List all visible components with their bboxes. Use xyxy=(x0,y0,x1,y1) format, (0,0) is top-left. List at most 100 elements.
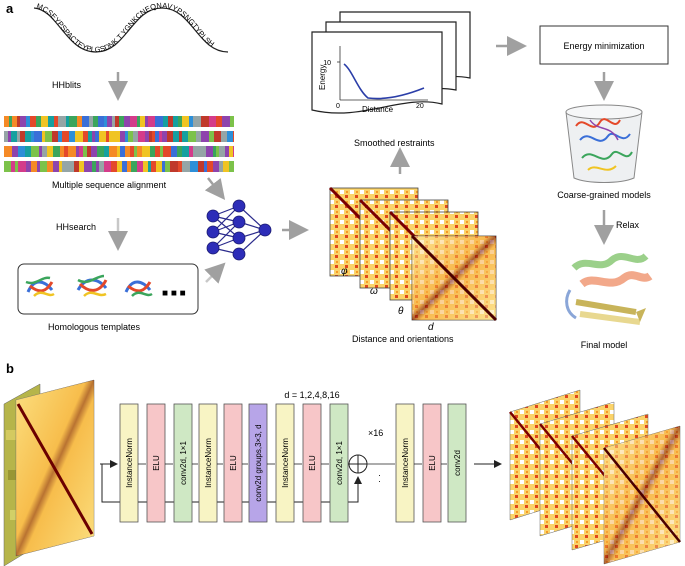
msa-cell xyxy=(97,146,104,157)
msa-cell xyxy=(133,131,138,142)
msa-cell xyxy=(213,161,219,172)
msa-cell xyxy=(160,146,163,157)
msa-cell xyxy=(226,116,230,127)
msa-cell xyxy=(99,161,104,172)
msa-cell xyxy=(104,146,109,157)
msa-cell xyxy=(60,146,64,157)
msa-cell xyxy=(92,131,95,142)
msa-cell xyxy=(182,146,189,157)
msa-cell xyxy=(87,146,91,157)
msa-cell xyxy=(122,161,127,172)
msa-cell xyxy=(213,146,216,157)
msa-cell xyxy=(15,161,18,172)
msa-cell xyxy=(216,116,222,127)
msa-cell xyxy=(219,161,223,172)
msa-cell xyxy=(137,161,143,172)
msa-cell xyxy=(37,161,40,172)
layer-block xyxy=(248,403,268,523)
output-maps xyxy=(509,389,681,565)
msa-cell xyxy=(193,116,201,127)
msa-cell xyxy=(83,131,88,142)
msa-cell xyxy=(143,161,148,172)
layer-block-label: conv2d groups,3×3, d xyxy=(254,424,263,501)
msa-cell xyxy=(182,161,190,172)
neural-network-icon xyxy=(206,199,272,261)
layer-block xyxy=(329,403,349,523)
msa-cell xyxy=(151,161,156,172)
repeat-label: ×16 xyxy=(368,428,383,438)
layer-block-label: InstanceNorm xyxy=(125,438,134,488)
msa-cell xyxy=(167,131,173,142)
arrow-templates-to-net xyxy=(204,262,226,284)
multiple-sequence-alignment xyxy=(4,116,234,172)
msa-cell xyxy=(206,146,213,157)
arrow-msa-to-net xyxy=(204,177,226,200)
ytick-10: 10 xyxy=(323,60,331,67)
msa-cell xyxy=(227,131,233,142)
msa-cell xyxy=(79,161,84,172)
msa-cell xyxy=(69,131,75,142)
final-model-label: Final model xyxy=(581,340,628,350)
msa-cell xyxy=(53,161,59,172)
msa-cell xyxy=(127,161,131,172)
msa-cell xyxy=(54,116,58,127)
layer-block xyxy=(422,403,442,523)
templates-box xyxy=(17,263,199,315)
cg-models-label: Coarse-grained models xyxy=(557,190,651,200)
msa-cell xyxy=(168,116,173,127)
xtick-20: 20 xyxy=(416,103,424,110)
layer-block xyxy=(198,403,218,523)
xtick-0: 0 xyxy=(336,103,340,110)
msa-cell xyxy=(18,146,25,157)
msa-cell xyxy=(48,116,54,127)
msa-cell xyxy=(34,131,42,142)
msa-cell xyxy=(214,131,221,142)
msa-cell xyxy=(201,116,209,127)
msa-cell xyxy=(9,116,12,127)
msa-cell xyxy=(20,116,26,127)
restraint-sheets xyxy=(311,11,471,114)
msa-cell xyxy=(189,116,193,127)
msa-cell xyxy=(59,161,62,172)
symbol-omega: ω xyxy=(370,286,378,297)
msa-cell xyxy=(178,161,182,172)
msa-cell xyxy=(137,146,142,157)
msa-cell xyxy=(91,146,97,157)
msa-cell xyxy=(17,116,20,127)
msa-cell xyxy=(25,146,31,157)
msa-cell xyxy=(221,131,227,142)
msa-cell xyxy=(177,146,182,157)
msa-cell xyxy=(115,131,120,142)
msa-cell xyxy=(12,146,18,157)
msa-cell xyxy=(53,146,60,157)
msa-cell xyxy=(107,116,112,127)
msa-cell xyxy=(4,161,11,172)
msa-cell xyxy=(40,161,47,172)
msa-cell xyxy=(173,131,179,142)
layer-block-label: ELU xyxy=(152,455,161,471)
layer-block xyxy=(275,403,295,523)
msa-cell xyxy=(130,116,137,127)
msa-cell xyxy=(106,131,109,142)
msa-cell xyxy=(128,131,133,142)
repeat-dots: · xyxy=(378,470,381,480)
repeat-dots-2: · xyxy=(378,476,381,486)
layer-block-label: conv2d, 1×1 xyxy=(179,441,188,485)
msa-cell xyxy=(155,116,163,127)
msa-cell xyxy=(74,161,79,172)
msa-cell xyxy=(233,131,234,142)
msa-cell xyxy=(140,116,145,127)
msa-cell xyxy=(156,161,162,172)
msa-cell xyxy=(62,131,66,142)
symbol-d: d xyxy=(428,322,434,333)
layer-block-label: ELU xyxy=(229,455,238,471)
msa-cell xyxy=(52,131,58,142)
msa-cell xyxy=(134,146,137,157)
msa-cell xyxy=(99,131,106,142)
msa-cell xyxy=(170,161,178,172)
msa-cell xyxy=(104,116,107,127)
final-model-structure xyxy=(565,253,653,325)
msa-cell xyxy=(11,131,17,142)
